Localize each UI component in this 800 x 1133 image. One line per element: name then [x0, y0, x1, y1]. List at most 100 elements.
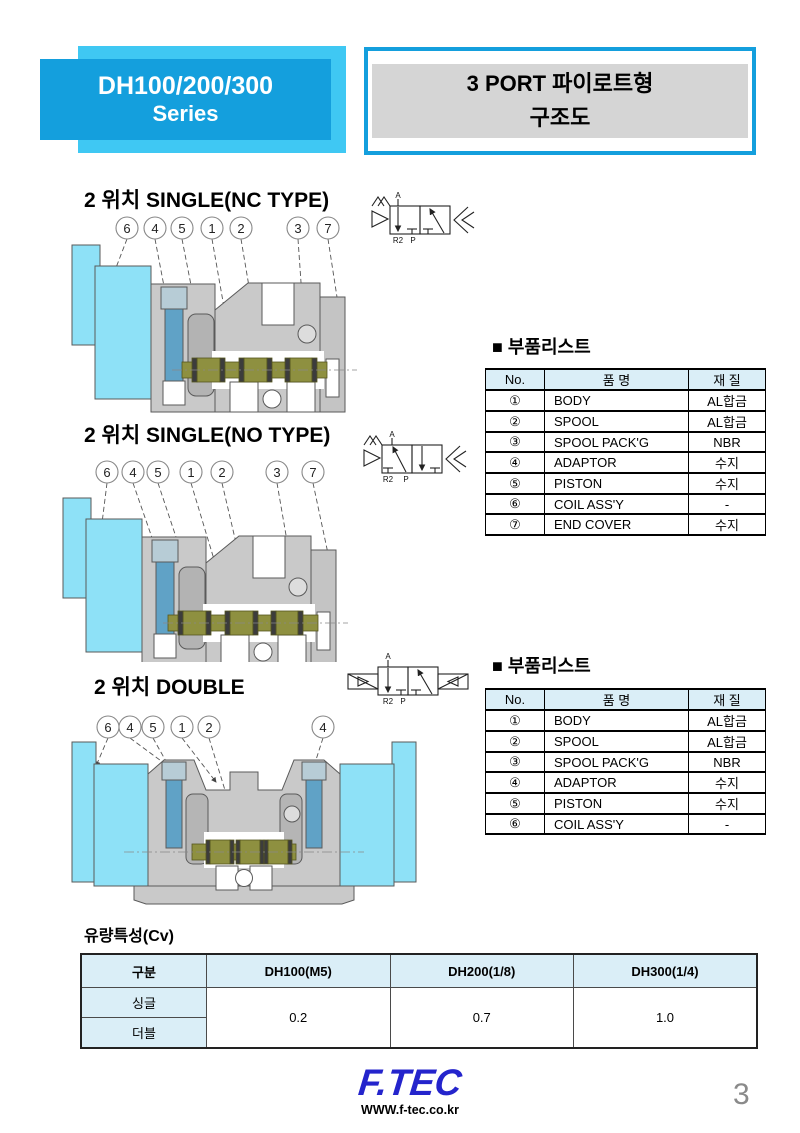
- document-title-line2: 구조도: [529, 105, 591, 130]
- callout-2: 2: [237, 221, 244, 236]
- cv-value-dh200: 0.7: [389, 987, 574, 1049]
- callouts-nc: 6 4 5 1 2 3 7: [115, 216, 340, 240]
- part-no: ④: [485, 771, 545, 794]
- logo-text: F.TEC: [356, 1062, 464, 1103]
- pneumatic-symbol-double: A R2 P: [347, 652, 469, 706]
- table-header-row: No. 품 명 재 질: [485, 688, 766, 711]
- callout-6: 6: [103, 465, 110, 480]
- part-no: ⑥: [485, 813, 545, 835]
- bottom-port-1: [220, 634, 250, 662]
- part-material: 수지: [688, 792, 766, 815]
- screw-hole: [297, 324, 317, 344]
- piston-cap: [151, 539, 179, 563]
- company-logo: F.TEC WWW.f-tec.co.kr: [330, 1062, 490, 1117]
- part-material: 수지: [688, 771, 766, 794]
- piston-guide: [178, 566, 206, 650]
- parts-list-title-1: ■ 부품리스트: [492, 337, 591, 357]
- callout-5: 5: [149, 720, 156, 735]
- callout-7: 7: [324, 221, 331, 236]
- cv-table: 구분 DH100(M5) DH200(1/8) DH300(1/4) 싱글 0.…: [80, 953, 758, 1049]
- spool-assembly: [191, 839, 297, 865]
- valve-diagram-double: 6 4 5 1 2 4: [71, 715, 417, 905]
- port-label-p: P: [410, 236, 415, 245]
- piston-left: [165, 779, 183, 849]
- part-name: ADAPTOR: [544, 771, 689, 794]
- col-header-name: 품 명: [544, 368, 689, 391]
- part-no: ①: [485, 389, 545, 412]
- coil-assembly-right-outer: [391, 741, 417, 883]
- cv-col-header-dh200: DH200(1/8): [389, 953, 574, 988]
- company-website: WWW.f-tec.co.kr: [361, 1102, 459, 1117]
- cv-row-label-double: 더블: [80, 1017, 207, 1049]
- callout-4: 4: [129, 465, 136, 480]
- part-material: 수지: [688, 513, 766, 536]
- piston-right: [305, 779, 323, 849]
- document-title-box: 3 PORT 파이로트형 구조도: [364, 47, 756, 155]
- cv-section-title: 유량특성(Cv): [84, 928, 174, 945]
- cv-row-label-single: 싱글: [80, 987, 207, 1018]
- cv-header-row: 구분 DH100(M5) DH200(1/8) DH300(1/4): [80, 953, 758, 988]
- part-material: AL합금: [688, 389, 766, 412]
- part-name: SPOOL PACK'G: [544, 431, 689, 453]
- document-title-line1: 3 PORT 파이로트형: [466, 70, 654, 96]
- part-material: NBR: [688, 431, 766, 453]
- piston-bore: [162, 380, 186, 406]
- callout-7: 7: [309, 465, 316, 480]
- part-material: 수지: [688, 472, 766, 495]
- coil-assembly-left-outer: [71, 741, 97, 883]
- callout-4-right: 4: [319, 720, 326, 735]
- document-title-band: 3 PORT 파이로트형 구조도: [372, 64, 748, 138]
- end-cover-slot: [325, 358, 340, 398]
- piston-cap: [160, 286, 188, 310]
- callout-2: 2: [218, 465, 225, 480]
- section-title-no: 2 위치 SINGLE(NO TYPE): [84, 424, 331, 447]
- port-label-a: A: [389, 430, 395, 439]
- col-header-no: No.: [485, 688, 545, 711]
- series-title: DH100/200/300: [97, 72, 274, 101]
- part-material: 수지: [688, 451, 766, 474]
- callout-6: 6: [104, 720, 111, 735]
- part-no: ⑤: [485, 792, 545, 815]
- mount-hole: [253, 642, 273, 662]
- part-name: ADAPTOR: [544, 451, 689, 474]
- series-header-box: DH100/200/300 Series: [40, 59, 331, 140]
- part-material: NBR: [688, 751, 766, 773]
- section-title-nc: 2 위치 SINGLE(NC TYPE): [84, 189, 330, 212]
- col-header-material: 재 질: [688, 368, 766, 391]
- port-label-r2: R2: [393, 236, 404, 245]
- series-header: DH100/200/300 Series: [40, 46, 348, 154]
- pneumatic-symbol-nc: A R2 P: [371, 191, 475, 245]
- callout-1: 1: [208, 221, 215, 236]
- top-port: [261, 282, 295, 326]
- part-name: COIL ASS'Y: [544, 813, 689, 835]
- piston-cap-left: [161, 761, 187, 781]
- callout-4: 4: [151, 221, 158, 236]
- callouts-no: 6 4 5 1 2 3 7: [95, 460, 325, 484]
- bottom-port-1: [215, 865, 239, 891]
- port-label-r2: R2: [383, 475, 394, 484]
- parts-list-title-2: ■ 부품리스트: [492, 656, 591, 676]
- part-name: COIL ASS'Y: [544, 493, 689, 515]
- port-label-a: A: [395, 191, 401, 200]
- part-no: ⑦: [485, 513, 545, 536]
- part-material: AL합금: [688, 730, 766, 753]
- callout-3: 3: [273, 465, 280, 480]
- bottom-port-2: [286, 381, 316, 413]
- bottom-port-2: [277, 634, 307, 662]
- part-material: -: [688, 813, 766, 835]
- part-no: ②: [485, 410, 545, 433]
- part-no: ④: [485, 451, 545, 474]
- coil-assembly-body: [94, 265, 152, 400]
- bottom-port-2: [249, 865, 273, 891]
- part-no: ⑤: [485, 472, 545, 495]
- part-name: BODY: [544, 389, 689, 412]
- piston-bore: [153, 633, 177, 659]
